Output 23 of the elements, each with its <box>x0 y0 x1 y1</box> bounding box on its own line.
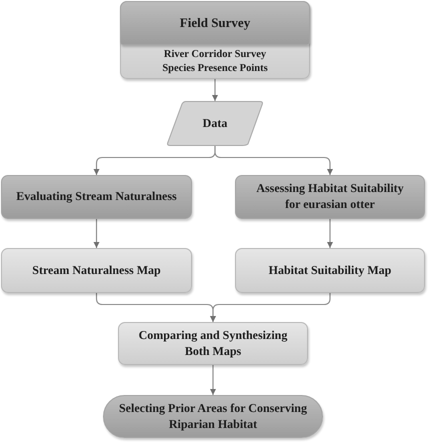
arrow <box>327 219 333 248</box>
process-box <box>1 175 192 219</box>
process-box <box>120 1 310 79</box>
box-label: Selecting Prior Areas for Conserving Riparian Habitat <box>118 400 308 432</box>
box-label: Data <box>202 116 228 132</box>
arrow <box>212 79 218 101</box>
box-text: River Corridor Survey <box>164 48 266 62</box>
arrow <box>94 219 100 248</box>
process-box <box>235 248 425 293</box>
terminal-box <box>103 395 323 438</box>
box-label: Evaluating Stream Naturalness <box>16 189 177 205</box>
arrow <box>214 146 333 175</box>
box-label: Comparing and Synthesizing Both Maps <box>138 328 288 360</box>
process-box <box>118 322 308 365</box>
box-label: Stream Naturalness Map <box>32 262 161 278</box>
box-text: Species Presence Points <box>162 62 268 76</box>
box-heading: Field Survey <box>180 14 250 32</box>
box-label: Assessing Habitat Suitability for eurasian otter <box>255 181 405 213</box>
process-box <box>1 248 192 293</box>
box-label: Habitat Suitability Map <box>268 262 392 278</box>
arrow <box>210 365 216 395</box>
data-parallelogram <box>166 101 264 146</box>
process-box <box>235 175 425 219</box>
